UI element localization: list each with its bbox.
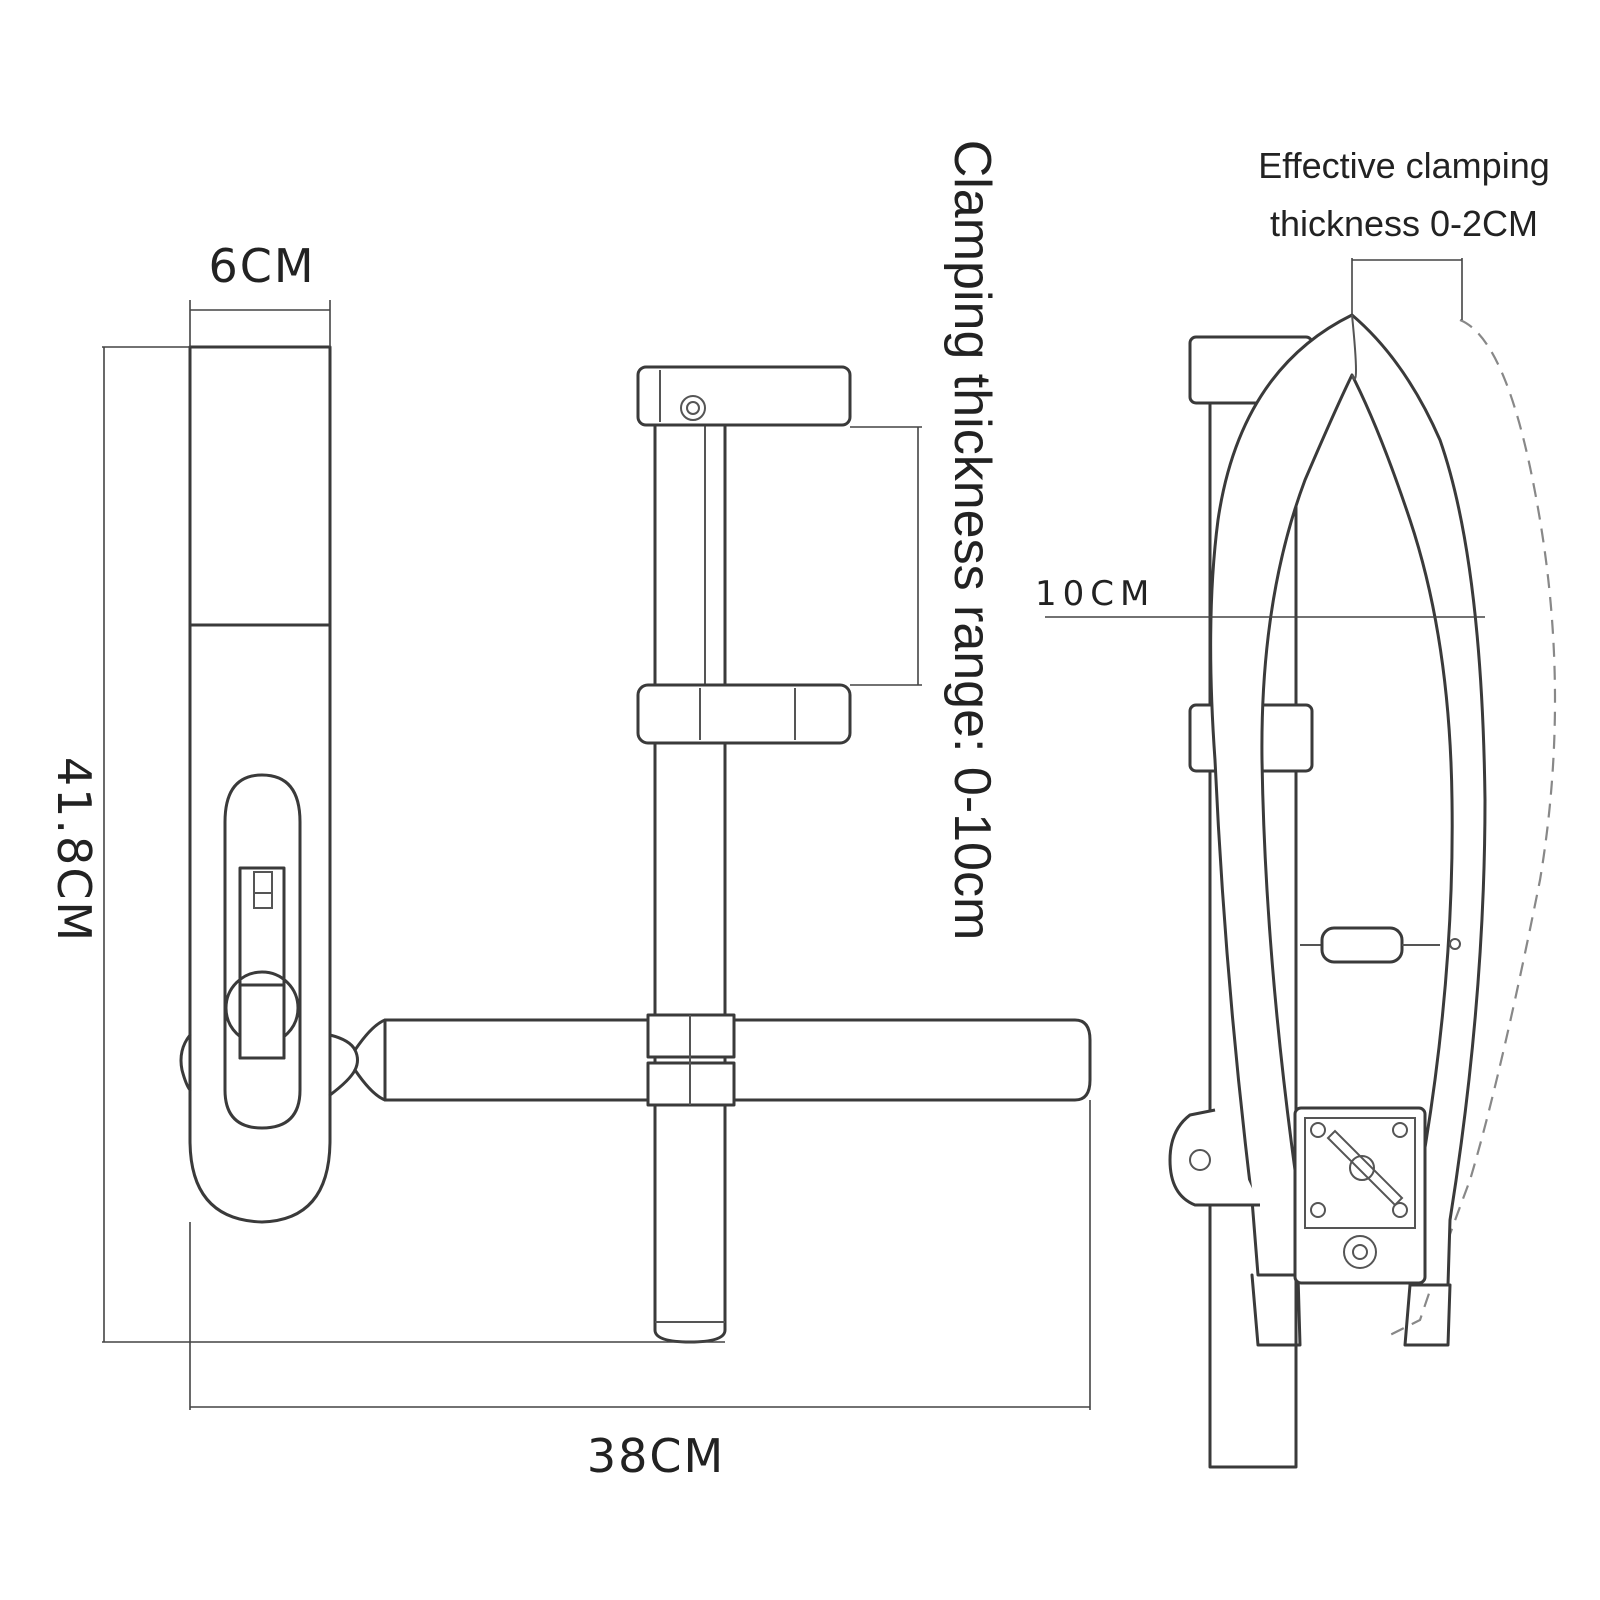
clamp-width-label: 6CM	[208, 239, 315, 293]
clamping-range-label: Clamping thickness range: 0-10cm	[943, 140, 1001, 941]
clamp-body-front-view	[179, 345, 1092, 1224]
dimension-lines	[102, 258, 1485, 1410]
effective-clamping-label-line1: Effective clamping	[1258, 145, 1549, 186]
total-length-label: 38CM	[587, 1429, 725, 1483]
effective-clamping-label-line2: thickness 0-2CM	[1270, 203, 1538, 244]
clamp-side-view	[1168, 313, 1557, 1469]
height-label: 41.8CM	[47, 757, 101, 943]
clamp-column-view	[636, 365, 852, 1344]
jaw-opening-label: 10CM	[1035, 574, 1155, 614]
